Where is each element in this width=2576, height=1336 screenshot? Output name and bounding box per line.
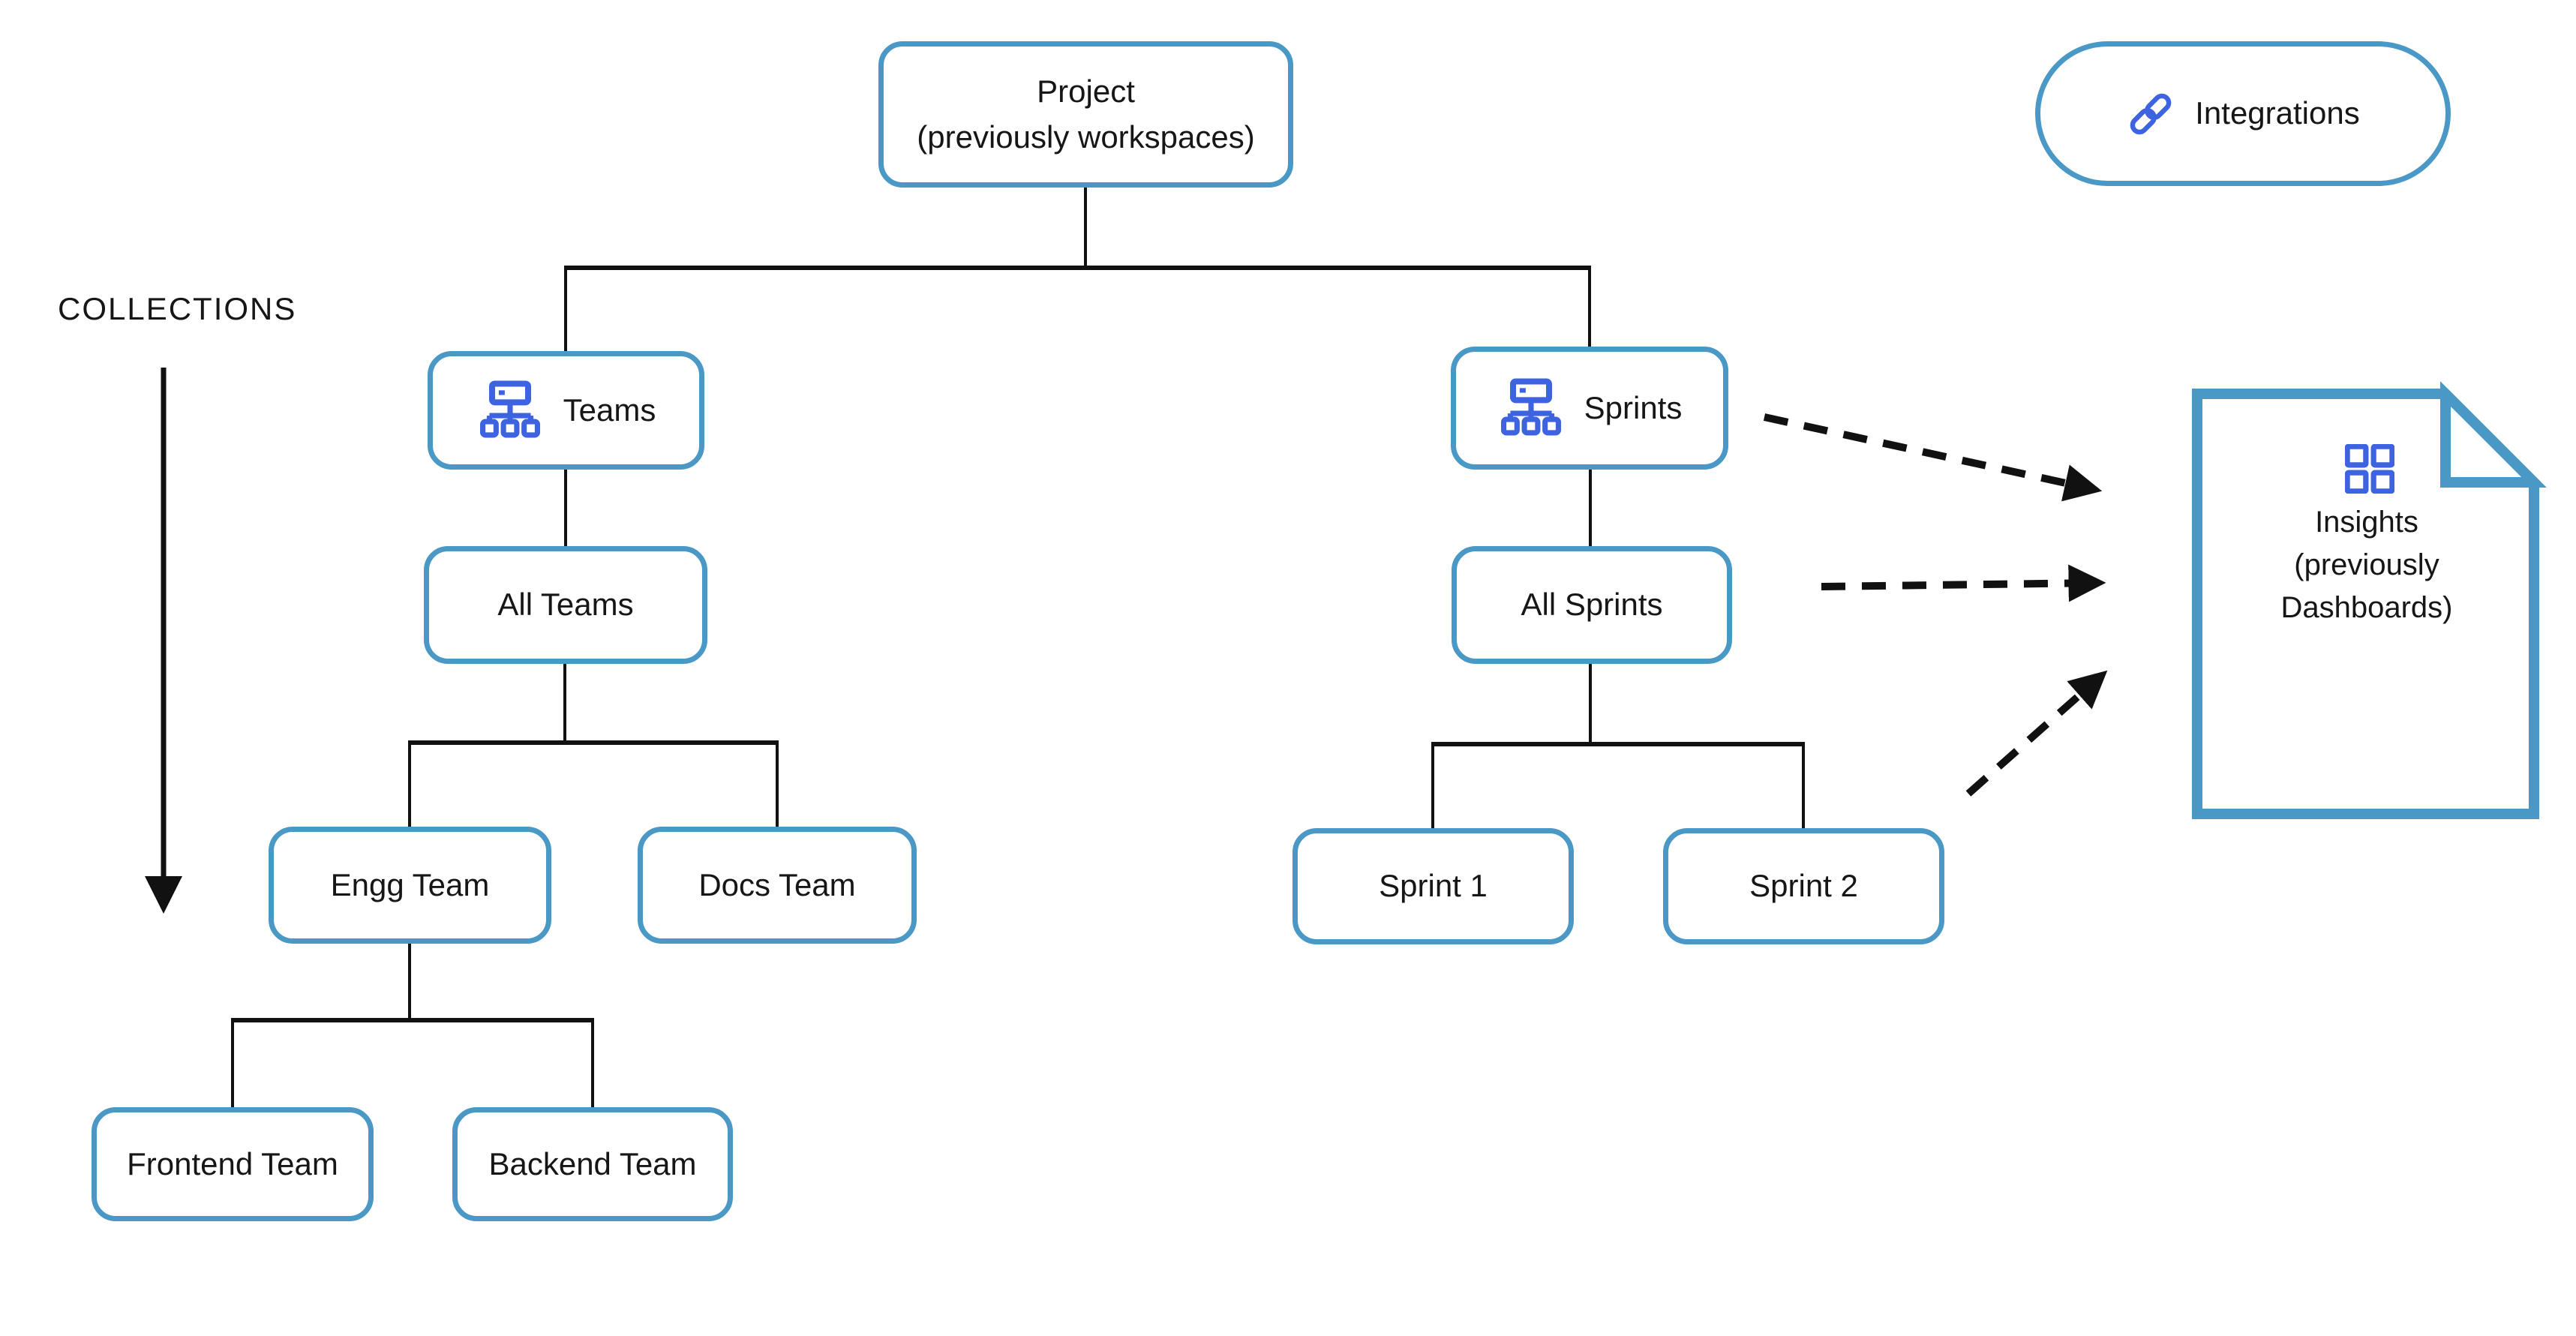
node-all-teams: All Teams <box>424 546 707 664</box>
link-icon <box>2130 93 2172 134</box>
insights-document <box>2192 381 2547 819</box>
sprint-2-label: Sprint 2 <box>1749 868 1858 904</box>
integrations-label: Integrations <box>2195 95 2360 131</box>
project-title: Project <box>1037 73 1135 109</box>
tree-connector-lines <box>231 188 1805 1110</box>
node-sprint-2: Sprint 2 <box>1663 828 1944 944</box>
docs-team-label: Docs Team <box>698 866 856 902</box>
backend-team-label: Backend Team <box>488 1145 697 1181</box>
dashed-arrow-sprint-items-to-insights <box>1965 670 2108 797</box>
dashed-arrow-sprints-to-insights <box>1763 413 2103 502</box>
node-sprints: Sprints <box>1451 347 1728 470</box>
node-backend-team: Backend Team <box>452 1107 733 1221</box>
node-sprint-1: Sprint 1 <box>1293 828 1574 944</box>
project-subtitle: (previously workspaces) <box>917 119 1255 155</box>
insights-line-3: Dashboards) <box>2280 590 2453 624</box>
sprint-1-label: Sprint 1 <box>1379 868 1488 904</box>
org-chart-icon <box>479 380 540 438</box>
engg-team-label: Engg Team <box>330 866 490 902</box>
collections-label: COLLECTIONS <box>58 291 297 326</box>
node-teams: Teams <box>428 351 704 470</box>
node-all-sprints: All Sprints <box>1452 546 1732 664</box>
insights-label: Insights (previously Dashboards) <box>2213 501 2520 629</box>
org-chart-icon <box>1500 378 1561 436</box>
sprints-label: Sprints <box>1584 389 1683 425</box>
collections-arrow <box>145 368 182 914</box>
all-teams-label: All Teams <box>497 587 634 623</box>
insights-line-2: (previously <box>2294 548 2439 581</box>
frontend-team-label: Frontend Team <box>127 1145 338 1181</box>
node-engg-team: Engg Team <box>269 827 551 944</box>
node-integrations: Integrations <box>2035 41 2451 186</box>
dashed-arrow-all-sprints-to-insights <box>1821 564 2106 602</box>
node-frontend-team: Frontend Team <box>92 1107 374 1221</box>
dashboard-grid-icon <box>2344 443 2395 497</box>
node-project: Project (previously workspaces) <box>878 41 1293 188</box>
all-sprints-label: All Sprints <box>1521 587 1663 623</box>
insights-line-1: Insights <box>2315 506 2418 539</box>
teams-label: Teams <box>563 392 656 428</box>
node-docs-team: Docs Team <box>638 827 917 944</box>
